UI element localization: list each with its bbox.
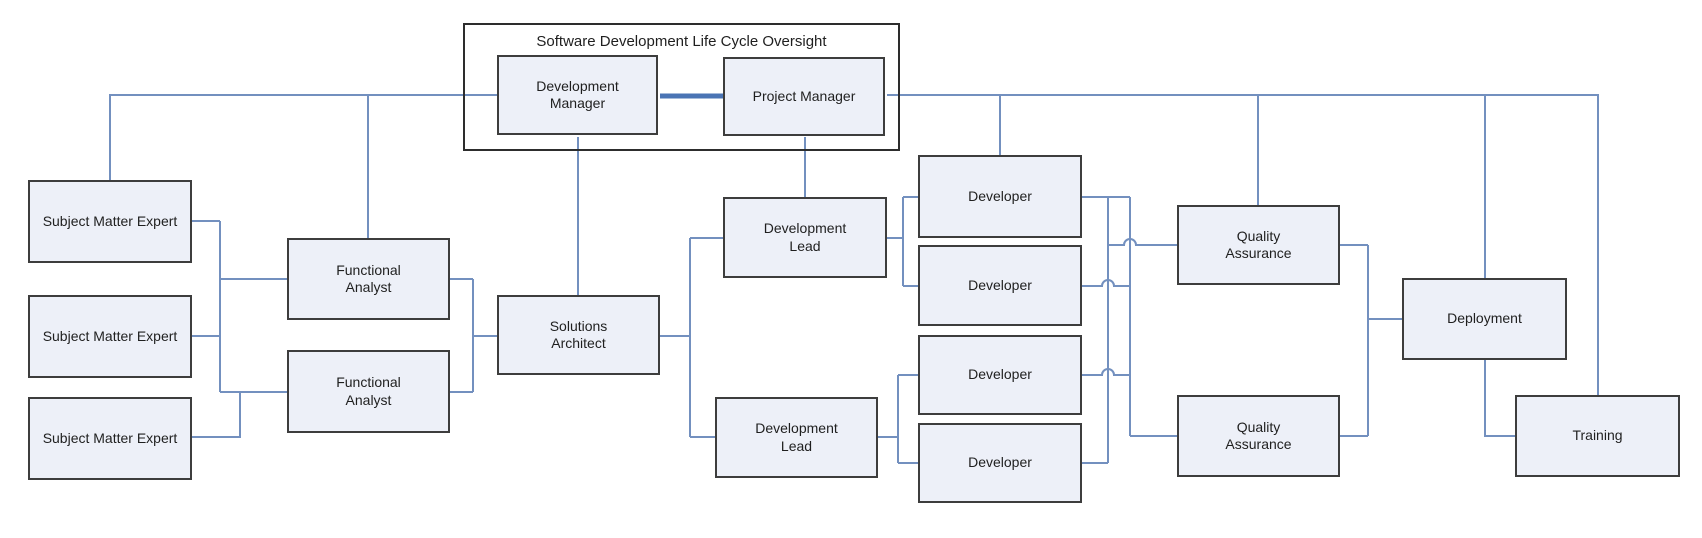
node-label: Development Manager: [536, 77, 619, 112]
node-label: Developer: [968, 276, 1032, 293]
node-quality-assurance-2: Quality Assurance: [1177, 395, 1340, 477]
node-developer-2: Developer: [918, 245, 1082, 326]
node-project-manager: Project Manager: [723, 57, 885, 136]
node-development-lead-2: Development Lead: [715, 397, 878, 478]
node-label: Solutions Architect: [549, 317, 608, 352]
node-label: Project Manager: [752, 87, 856, 104]
node-functional-analyst-1: Functional Analyst: [287, 238, 450, 320]
node-subject-matter-expert-2: Subject Matter Expert: [28, 295, 192, 378]
node-label: Subject Matter Expert: [42, 327, 178, 344]
node-label: Quality Assurance: [1225, 418, 1292, 453]
node-solutions-architect: Solutions Architect: [497, 295, 660, 375]
node-quality-assurance-1: Quality Assurance: [1177, 205, 1340, 285]
node-label: Functional Analyst: [336, 374, 401, 408]
node-training: Training: [1515, 395, 1680, 477]
node-label: Developer: [968, 454, 1032, 471]
node-label: Subject Matter Expert: [42, 212, 178, 229]
node-developer-4: Developer: [918, 423, 1082, 503]
node-label: Quality Assurance: [1225, 227, 1292, 262]
group-sdlc-oversight: Software Development Life Cycle Oversigh…: [463, 23, 900, 151]
connector-dev3-stub-hop: [1082, 368, 1130, 376]
node-label: Development Lead: [755, 420, 838, 454]
connector-rail-right: [887, 94, 1599, 395]
node-deployment: Deployment: [1402, 278, 1567, 360]
node-label: Deployment: [1447, 310, 1522, 327]
node-subject-matter-expert-3: Subject Matter Expert: [28, 397, 192, 480]
connector-deployment-to-training: [1484, 360, 1515, 437]
group-sdlc-oversight-title: Software Development Life Cycle Oversigh…: [536, 33, 827, 50]
node-developer-3: Developer: [918, 335, 1082, 415]
node-subject-matter-expert-1: Subject Matter Expert: [28, 180, 192, 263]
node-development-manager: Development Manager: [497, 55, 658, 135]
node-label: Development Lead: [763, 220, 847, 254]
node-developer-1: Developer: [918, 155, 1082, 238]
node-development-lead-1: Development Lead: [723, 197, 887, 278]
node-label: Functional Analyst: [336, 261, 401, 296]
node-label: Developer: [968, 366, 1032, 383]
connector-bus-to-qa1-hop: [1108, 238, 1177, 246]
connector-sme3-riser: [192, 392, 241, 438]
node-label: Training: [1572, 427, 1623, 444]
node-label: Developer: [968, 187, 1032, 204]
node-functional-analyst-2: Functional Analyst: [287, 350, 450, 433]
connector-rail-left: [109, 94, 497, 180]
node-label: Subject Matter Expert: [42, 429, 178, 446]
connector-dev2-stub-hop: [1082, 279, 1130, 287]
